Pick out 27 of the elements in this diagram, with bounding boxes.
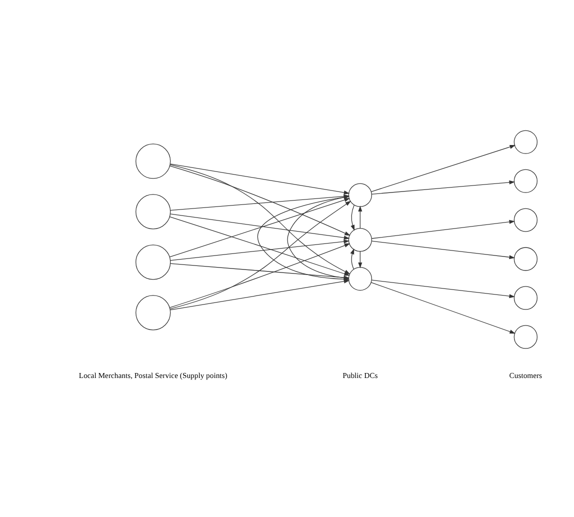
- node-circle: [348, 182, 372, 206]
- arrow: [372, 180, 516, 194]
- node-circle: [136, 143, 171, 178]
- arrow: [350, 204, 355, 230]
- arrow: [371, 144, 516, 192]
- arrow: [372, 240, 516, 259]
- node-circle: [514, 168, 538, 192]
- arrow: [350, 248, 354, 269]
- node-circle: [514, 324, 538, 348]
- arrow: [358, 205, 362, 228]
- arrow: [170, 163, 350, 194]
- node-circle: [514, 208, 538, 232]
- node-circle: [136, 294, 171, 330]
- arrow: [170, 213, 350, 240]
- node-circle: [348, 266, 372, 290]
- arrow: [170, 239, 350, 260]
- node-circle: [136, 194, 171, 229]
- arrow: [358, 250, 362, 268]
- arrow: [372, 279, 516, 298]
- arrow: [169, 198, 350, 257]
- node-circle: [514, 246, 538, 270]
- node-circle: [514, 130, 538, 154]
- node-circle: [136, 244, 171, 280]
- arrow: [372, 219, 516, 238]
- node-circle: [514, 286, 538, 310]
- arrow: [370, 282, 516, 334]
- node-circle: [348, 228, 372, 252]
